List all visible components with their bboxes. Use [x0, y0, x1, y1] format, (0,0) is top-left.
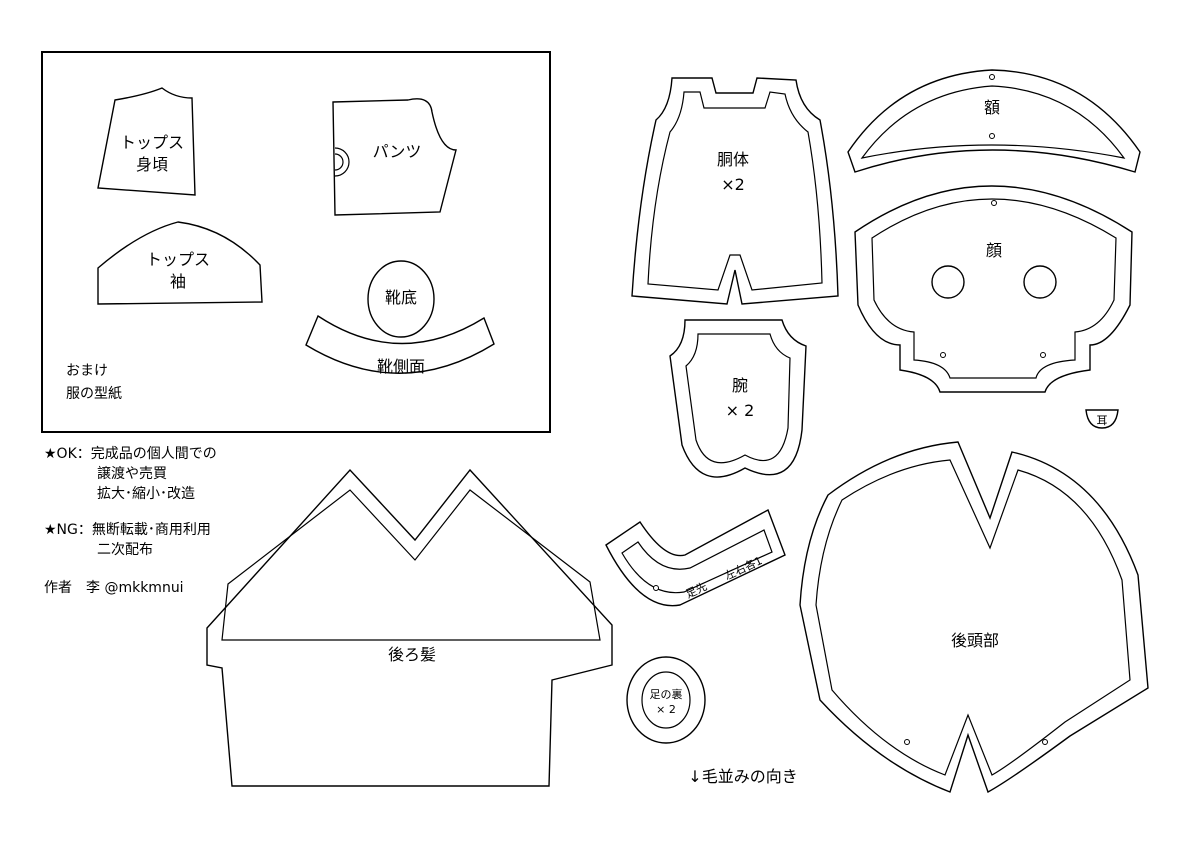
bonus-title-2: 服の型紙 [66, 386, 122, 402]
eye-hole-left [931, 265, 965, 299]
eye-hole-right [1023, 265, 1057, 299]
back-head-piece [799, 441, 1149, 794]
ng-note-2: 二次配布 [97, 542, 153, 558]
foot-top-stitch-line [621, 529, 773, 594]
fur-direction-note: ↓毛並みの向き [688, 767, 797, 786]
back-head-label: 後頭部 [951, 631, 999, 650]
alignment-mark [989, 74, 995, 80]
tops-sleeve-piece [97, 221, 263, 305]
face-stitch-line [871, 198, 1117, 379]
alignment-mark [904, 739, 910, 745]
torso-stitch-line [647, 91, 823, 291]
ok-note: ★OK：完成品の個人間での [44, 446, 217, 462]
tops-sleeve-label: トップス [146, 250, 210, 269]
tops-body-label-2: 身頃 [136, 155, 168, 174]
pants-piece [332, 98, 457, 216]
sole-label: 足の裏 [650, 687, 683, 701]
alignment-mark [1040, 352, 1046, 358]
sole-count: × 2 [656, 703, 676, 716]
tops-body-piece [97, 87, 196, 196]
torso-piece [631, 77, 839, 305]
alignment-mark [1042, 739, 1048, 745]
ear-label: 耳 [1097, 414, 1108, 427]
arm-stitch-line [685, 333, 791, 464]
forehead-piece [847, 69, 1141, 173]
ok-note-3: 拡大･縮小･改造 [97, 486, 195, 502]
ok-note-2: 譲渡や売買 [97, 466, 167, 482]
back-hair-stitch-line [221, 489, 601, 641]
arm-piece [669, 319, 807, 478]
tops-body-label: トップス [120, 133, 184, 152]
pants-crotch-curve [334, 147, 350, 177]
face-label: 顔 [986, 241, 1002, 260]
alignment-mark [653, 585, 659, 591]
shoe-sole-piece [367, 260, 435, 338]
author-credit: 作者 李 @mkkmnui [44, 580, 184, 596]
shoe-sole-label: 靴底 [385, 288, 417, 307]
arm-count: × 2 [726, 401, 755, 420]
torso-label: 胴体 [717, 150, 749, 169]
shoe-side-piece [305, 314, 495, 374]
ng-note: ★NG：無断転載･商用利用 [44, 522, 211, 538]
back-hair-piece [206, 468, 613, 787]
arm-label: 腕 [732, 376, 748, 395]
pants-crotch-curve-inner [334, 153, 344, 171]
back-head-stitch-line [815, 459, 1131, 776]
alignment-mark [989, 133, 995, 139]
forehead-stitch-line [860, 85, 1126, 159]
torso-count: ×2 [721, 175, 745, 194]
sole-piece [626, 656, 706, 744]
bonus-title: おまけ [66, 363, 108, 379]
alignment-mark [991, 200, 997, 206]
foot-top-piece [605, 509, 786, 607]
back-hair-label: 後ろ髪 [388, 645, 436, 664]
sole-stitch-line [641, 671, 691, 729]
alignment-mark [940, 352, 946, 358]
tops-sleeve-label-2: 袖 [170, 272, 186, 291]
shoe-side-label: 靴側面 [377, 357, 425, 376]
face-piece [854, 185, 1133, 393]
ear-piece [1085, 409, 1119, 429]
forehead-label: 額 [984, 98, 1000, 117]
pants-label: パンツ [373, 142, 422, 161]
